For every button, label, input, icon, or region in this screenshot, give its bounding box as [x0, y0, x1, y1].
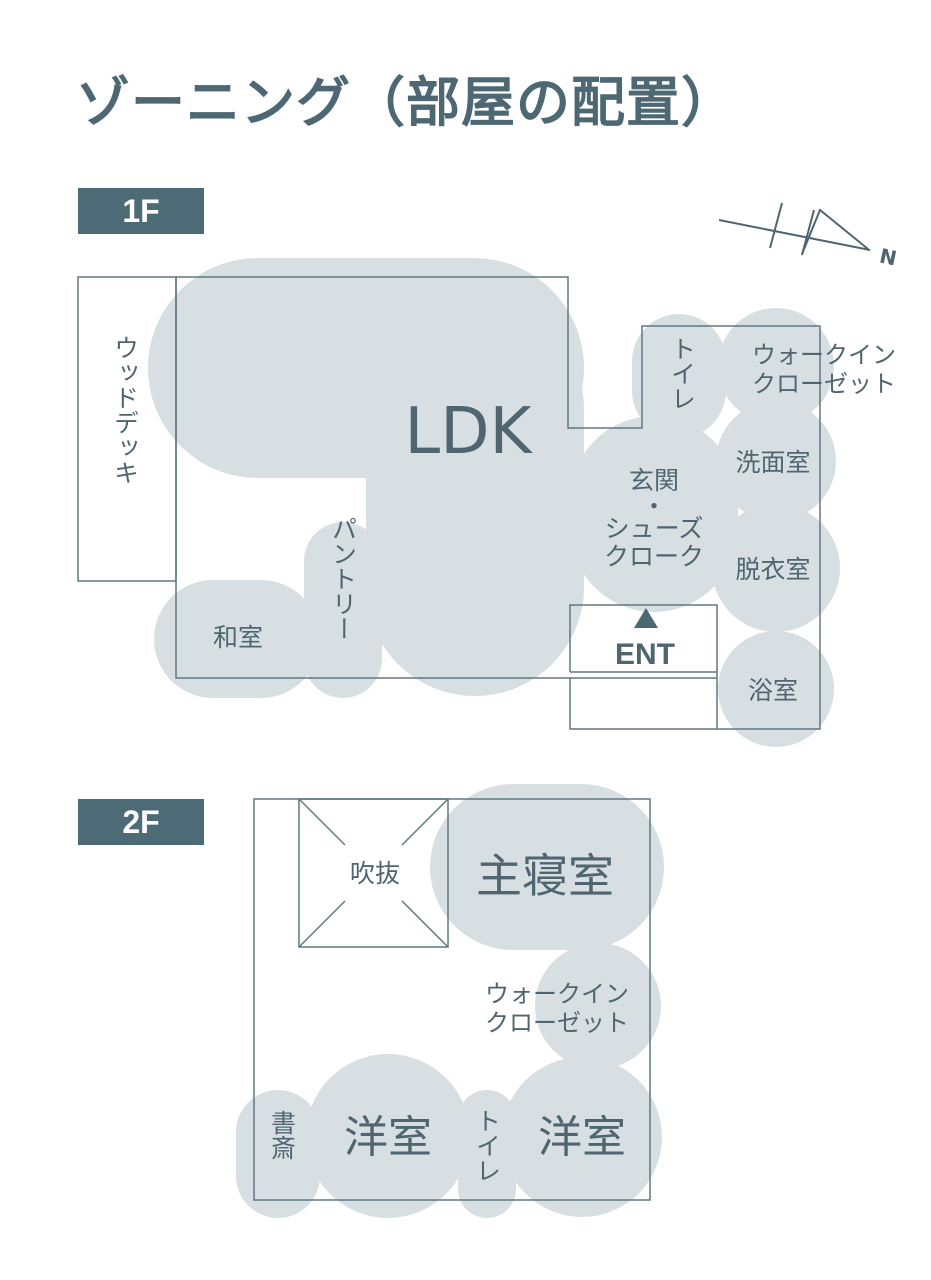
- zone-toilet-2f: [458, 1090, 516, 1218]
- label-washitsu: 和室: [213, 623, 263, 652]
- walls-2f: [253, 798, 651, 1201]
- void-diagonal: [401, 798, 449, 846]
- label-wic-2f-line2: クローゼット: [485, 1009, 629, 1037]
- label-western-room-1: 洋室: [344, 1112, 432, 1163]
- floor-label-1f: 1F: [78, 188, 204, 234]
- zone-washroom: [716, 401, 836, 521]
- label-toilet-2f: トイレ: [473, 1108, 502, 1183]
- zone-bath: [718, 631, 834, 747]
- label-genkan-line3: シューズ: [605, 514, 704, 543]
- entrance-outline: [569, 604, 718, 729]
- floor-label-2f: 2F: [78, 799, 204, 845]
- zone-dressing: [712, 504, 840, 632]
- label-master-bedroom: 主寝室: [476, 849, 614, 903]
- zones-2f: [236, 784, 664, 1218]
- labels-2f: 吹抜 主寝室 ウォークイン クローゼット 書斎 洋室 トイレ 洋室: [268, 849, 630, 1183]
- label-genkan-line4: クローク: [604, 542, 704, 571]
- void-diagonal: [298, 798, 346, 846]
- label-ldk: LDK: [405, 395, 534, 469]
- label-wood-deck: ウッドデッキ: [111, 335, 140, 485]
- zone-pantry: [304, 522, 382, 698]
- label-wic-2f-line1: ウォークイン: [485, 980, 629, 1008]
- page-title: ゾーニング（部屋の配置）: [76, 71, 736, 134]
- compass-icon: [718, 202, 871, 256]
- zone-genkan: [570, 416, 738, 612]
- label-wic-1f-line1: ウォークイン: [752, 341, 896, 369]
- house-outline-1f: [175, 276, 821, 730]
- walls-1f: [77, 276, 821, 730]
- label-entrance: ENT: [615, 638, 675, 671]
- compass-north-label: N: [878, 244, 899, 271]
- zones-1f: [148, 258, 840, 747]
- zone-master-bedroom: [430, 784, 664, 950]
- zone-wic-1f: [718, 308, 834, 424]
- void-diagonal: [401, 900, 449, 948]
- labels-1f: ウッドデッキ LDK トイレ ウォークイン クローゼット 玄関 ・ シューズ ク…: [111, 335, 897, 705]
- zone-washitsu: [154, 580, 320, 698]
- label-toilet-1f: トイレ: [668, 336, 697, 411]
- label-wic-1f-line2: クローゼット: [752, 370, 896, 398]
- entrance-arrow-icon: [634, 608, 658, 628]
- zone-western-room-1: [306, 1054, 470, 1218]
- void-outline: [298, 798, 449, 948]
- label-pantry: パントリー: [329, 516, 358, 641]
- house-outline-2f: [253, 798, 651, 1201]
- label-western-room-2: 洋室: [538, 1112, 626, 1163]
- label-void: 吹抜: [350, 859, 400, 888]
- zone-wic-2f: [535, 943, 661, 1069]
- label-washroom: 洗面室: [735, 448, 810, 477]
- zone-western-room-2: [502, 1057, 662, 1217]
- label-study: 書斎: [268, 1110, 297, 1160]
- label-genkan-line1: 玄関: [629, 466, 679, 495]
- void-diagonal: [298, 900, 346, 948]
- label-genkan-line2: ・: [641, 492, 666, 521]
- zone-study: [236, 1090, 320, 1218]
- label-dressing: 脱衣室: [735, 555, 810, 584]
- zone-toilet-1f: [632, 314, 726, 438]
- zone-ldk: [148, 258, 584, 696]
- label-bath: 浴室: [748, 676, 798, 705]
